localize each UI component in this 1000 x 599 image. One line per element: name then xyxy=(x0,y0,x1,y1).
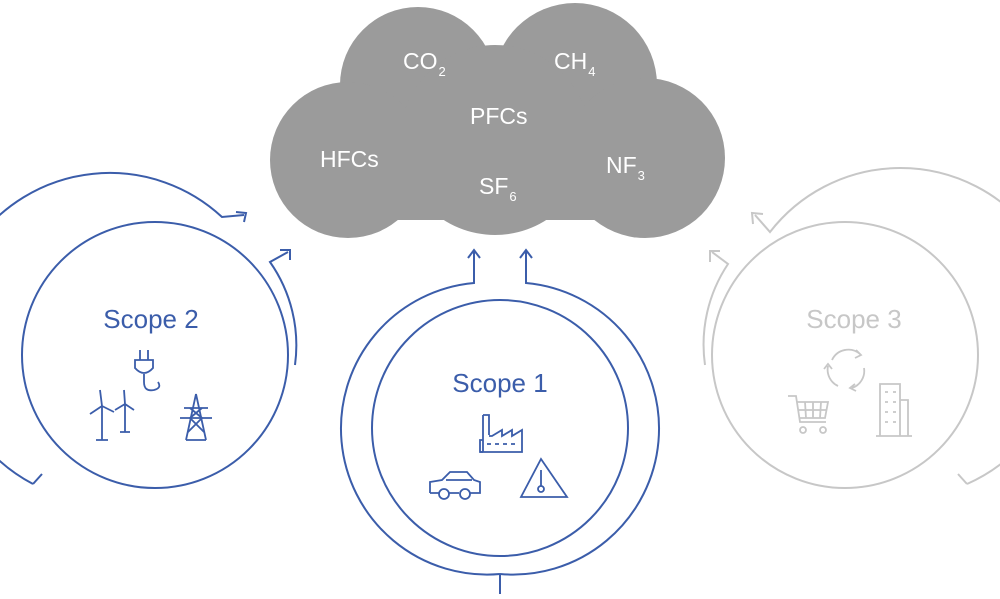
scope-2-outer-arrow xyxy=(0,171,248,485)
scope-1-inner-ring xyxy=(371,299,629,557)
scope-3-tail xyxy=(957,473,968,485)
scope-3-group xyxy=(702,167,1000,489)
shopping-cart-icon xyxy=(788,395,830,434)
scope-1-right-arrow xyxy=(499,248,661,576)
transmission-tower-icon xyxy=(180,393,212,441)
gas-label-nf3: NF3 xyxy=(606,152,645,183)
car-icon xyxy=(429,471,481,500)
temperature-warning-icon xyxy=(519,457,569,498)
scope-2-inner-ring xyxy=(21,221,289,489)
greenhouse-gas-cloud xyxy=(270,3,725,238)
scope-2-tail xyxy=(32,473,43,485)
scope-3-inner-ring xyxy=(711,221,979,489)
scope-2-right-arrow xyxy=(268,249,298,366)
gas-label-pfcs: PFCs xyxy=(470,103,528,129)
scope-1-left-arrow xyxy=(339,248,501,576)
scope-1-title: Scope 1 xyxy=(452,368,548,398)
gas-label-sf6: SF6 xyxy=(479,173,517,204)
wind-turbines-icon xyxy=(89,389,135,441)
scope-2-title: Scope 2 xyxy=(103,304,199,334)
factory-icon xyxy=(479,414,523,453)
scope-3-title: Scope 3 xyxy=(806,304,902,334)
gas-label-hfcs: HFCs xyxy=(320,146,379,172)
scope-2-group xyxy=(0,171,298,489)
scope-1-group xyxy=(339,248,661,594)
scope-3-left-arrow xyxy=(702,250,730,366)
scope-3-outer-arrow xyxy=(750,167,1000,485)
power-plug-icon xyxy=(134,350,161,392)
recycle-arrows-icon xyxy=(823,348,866,392)
office-building-icon xyxy=(876,383,912,437)
gas-label-ch4: CH4 xyxy=(554,48,596,79)
gas-label-co2: CO2 xyxy=(403,48,446,79)
